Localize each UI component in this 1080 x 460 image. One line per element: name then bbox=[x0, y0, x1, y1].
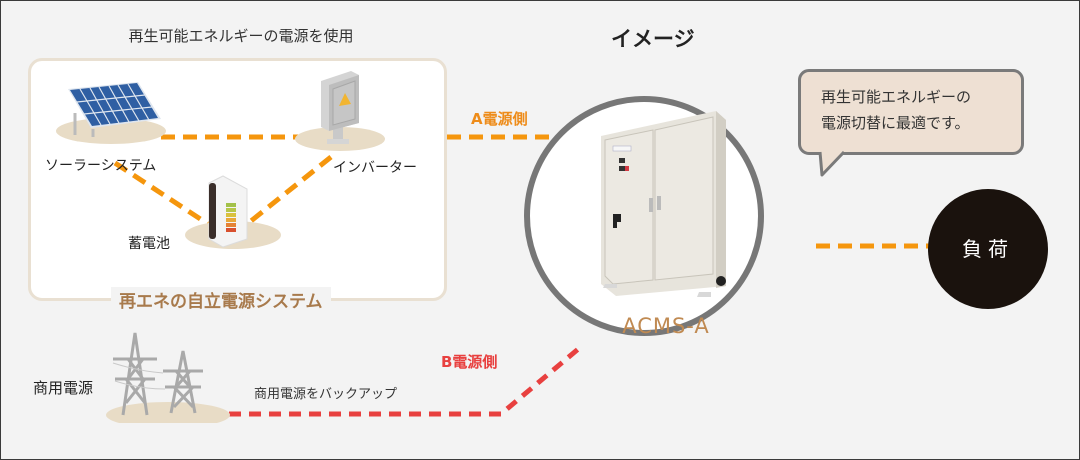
speech-bubble-tail bbox=[818, 151, 846, 177]
solar-panel-icon bbox=[56, 82, 166, 144]
inverter-label: インバーター bbox=[333, 160, 417, 176]
inverter-battery-line bbox=[249, 155, 333, 223]
battery-level-bars bbox=[226, 203, 236, 232]
product-name: ACMS-A bbox=[622, 314, 710, 338]
speech-bubble-line-1: 再生可能エネルギーの bbox=[821, 88, 972, 106]
battery-label: 蓄電池 bbox=[128, 236, 170, 252]
grid-power-label: 商用電源 bbox=[33, 379, 94, 397]
b-power-lines bbox=[229, 343, 585, 417]
switch-cabinet-icon bbox=[601, 111, 726, 297]
speech-bubble-line-2: 電源切替に最適です。 bbox=[821, 114, 970, 132]
solar-battery-line bbox=[113, 160, 213, 229]
b-side-line bbox=[229, 343, 585, 417]
speech-bubble: 再生可能エネルギーの 電源切替に最適です。 bbox=[798, 69, 1024, 155]
battery-icon bbox=[185, 175, 281, 249]
power-tower-icon bbox=[106, 332, 230, 423]
load-node: 負荷 bbox=[928, 189, 1048, 309]
inverter-icon bbox=[295, 71, 385, 151]
b-side-label: B電源側 bbox=[441, 353, 498, 371]
renewable-section-title: 再生可能エネルギーの電源を使用 bbox=[128, 27, 354, 45]
renewable-system-caption: 再エネの自立電源システム bbox=[111, 287, 331, 312]
a-power-lines bbox=[113, 134, 929, 249]
a-side-label: A電源側 bbox=[471, 110, 528, 128]
image-title: イメージ bbox=[611, 27, 695, 51]
solar-system-label: ソーラーシステム bbox=[45, 158, 157, 174]
backup-line-label: 商用電源をバックアップ bbox=[254, 387, 398, 402]
